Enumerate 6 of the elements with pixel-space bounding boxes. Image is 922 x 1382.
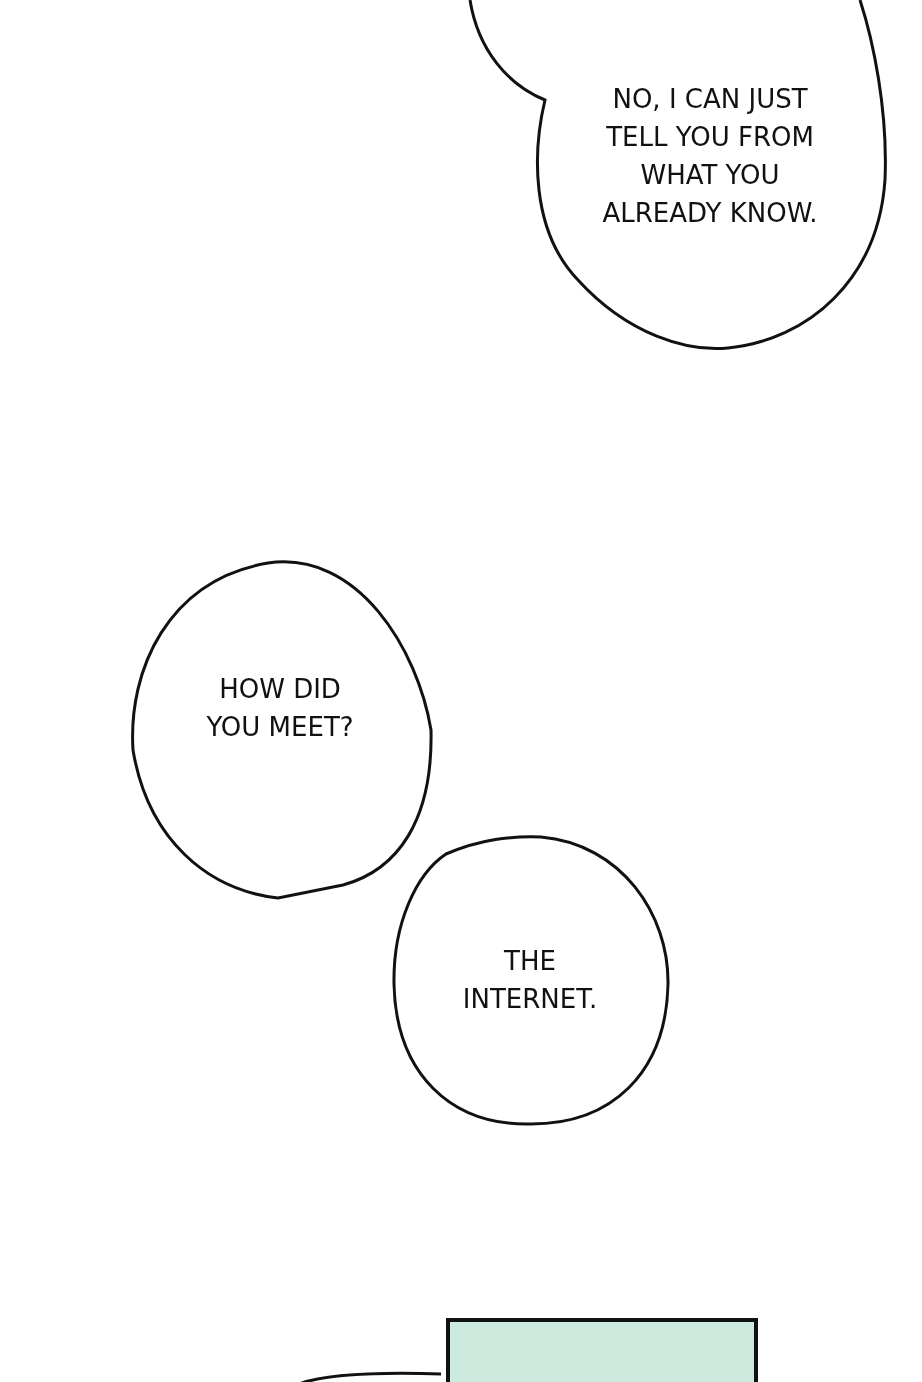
speech-bubble bbox=[468, 0, 888, 352]
dialogue-text: NO, I CAN JUST TELL YOU FROM WHAT YOU ALREADY KNOW. bbox=[601, 83, 819, 230]
dialogue-text: THE INTERNET. bbox=[461, 945, 599, 1016]
dialogue-text: HOW DID YOU MEET? bbox=[205, 673, 355, 744]
speech-bubble bbox=[128, 560, 435, 902]
speech-bubble bbox=[391, 834, 671, 1128]
